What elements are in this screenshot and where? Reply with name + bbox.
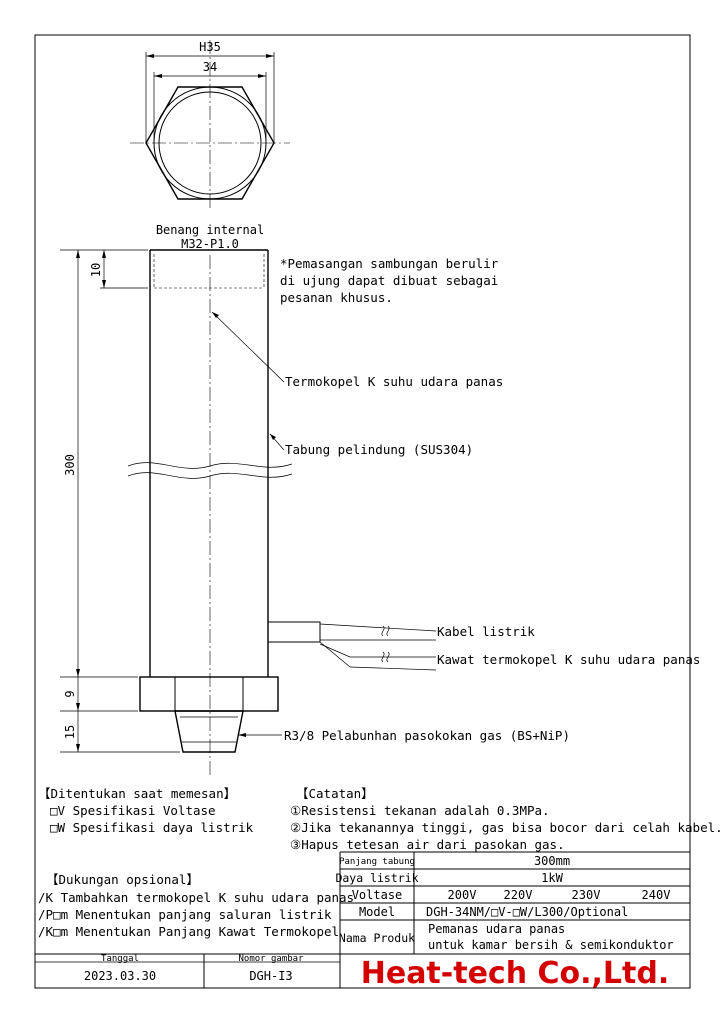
voltage-240: 240V bbox=[642, 888, 671, 902]
power-label: Daya listrik bbox=[335, 871, 418, 885]
note-leak: ②Jika tekanannya tinggi, gas bisa bocor … bbox=[290, 820, 723, 835]
option-thermocouple: /K Tambahkan termokopel K suhu udara pan… bbox=[38, 890, 354, 905]
dim-hex-across-corners: H35 bbox=[199, 40, 221, 54]
company-logo: Heat-tech Co.,Ltd. bbox=[361, 956, 670, 991]
protective-tube-label: Tabung pelindung (SUS304) bbox=[285, 442, 473, 457]
product-name-line-2: untuk kamar bersih & semikonduktor bbox=[428, 938, 674, 952]
date-value: 2023.03.30 bbox=[84, 969, 156, 983]
leader-lines bbox=[211, 311, 285, 737]
thermocouple-label: Termokopel K suhu udara panas bbox=[285, 374, 503, 389]
note-line-3: pesanan khusus. bbox=[280, 290, 393, 305]
option-cable-length: /P□m Menentukan panjang saluran listrik bbox=[38, 907, 332, 922]
side-dimensions bbox=[60, 249, 180, 753]
drawing-number-value: DGH-I3 bbox=[249, 969, 292, 983]
power-cable-label: Kabel listrik bbox=[437, 624, 535, 639]
note-line-2: di ujung dapat dibuat sebagai bbox=[280, 273, 498, 288]
voltage-200: 200V bbox=[448, 888, 477, 902]
gas-port-label: R3/8 Pelabunhan pasokokan gas (BS+NiP) bbox=[284, 728, 570, 743]
tube-side-view bbox=[127, 249, 437, 775]
power-value: 1kW bbox=[541, 871, 563, 885]
note-water: ③Hapus tetesan air dari pasokan gas. bbox=[290, 837, 565, 852]
note-pressure: ①Resistensi tekanan adalah 0.3MPa. bbox=[290, 803, 550, 818]
tube-length-label: Panjang tabung bbox=[339, 857, 415, 867]
order-spec-power: □W Spesifikasi daya listrik bbox=[50, 820, 254, 835]
title-block bbox=[35, 851, 690, 988]
internal-thread-spec: M32-P1.0 bbox=[181, 237, 239, 251]
thermocouple-wire-label: Kawat termokopel K suhu udara panas bbox=[437, 652, 700, 667]
internal-thread-label: Benang internal bbox=[156, 223, 264, 237]
drawing-border bbox=[34, 34, 691, 989]
voltage-label: Voltase bbox=[352, 888, 403, 902]
notes-title: 【Catatan】 bbox=[296, 786, 374, 801]
model-value: DGH-34NM/□V-□W/L300/Optional bbox=[426, 905, 628, 919]
note-line-1: *Pemasangan sambungan berulir bbox=[280, 256, 499, 271]
option-wire-length: /K□m Menentukan Panjang Kawat Termokopel bbox=[38, 924, 339, 939]
dim-tube-length: 300 bbox=[63, 454, 77, 476]
dim-thread-depth: 10 bbox=[89, 263, 103, 277]
tube-length-value: 300mm bbox=[534, 854, 570, 868]
drawing-number-label: Nomor gambar bbox=[238, 954, 304, 964]
options-title: 【Dukungan opsional】 bbox=[46, 872, 199, 887]
product-name-label: Nama Produk bbox=[339, 931, 415, 945]
model-label: Model bbox=[359, 905, 395, 919]
voltage-220: 220V bbox=[504, 888, 533, 902]
voltage-230: 230V bbox=[572, 888, 601, 902]
dim-hex-across-flats: 34 bbox=[203, 60, 217, 74]
dim-hex-height: 9 bbox=[63, 690, 77, 697]
order-spec-voltage: □V Spesifikasi Voltase bbox=[50, 803, 216, 818]
product-name-line-1: Pemanas udara panas bbox=[428, 922, 565, 936]
date-label: Tanggal bbox=[101, 954, 139, 964]
order-spec-title: 【Ditentukan saat memesan】 bbox=[38, 786, 236, 801]
hex-top-view bbox=[130, 40, 290, 210]
dim-fitting-height: 15 bbox=[63, 725, 77, 739]
